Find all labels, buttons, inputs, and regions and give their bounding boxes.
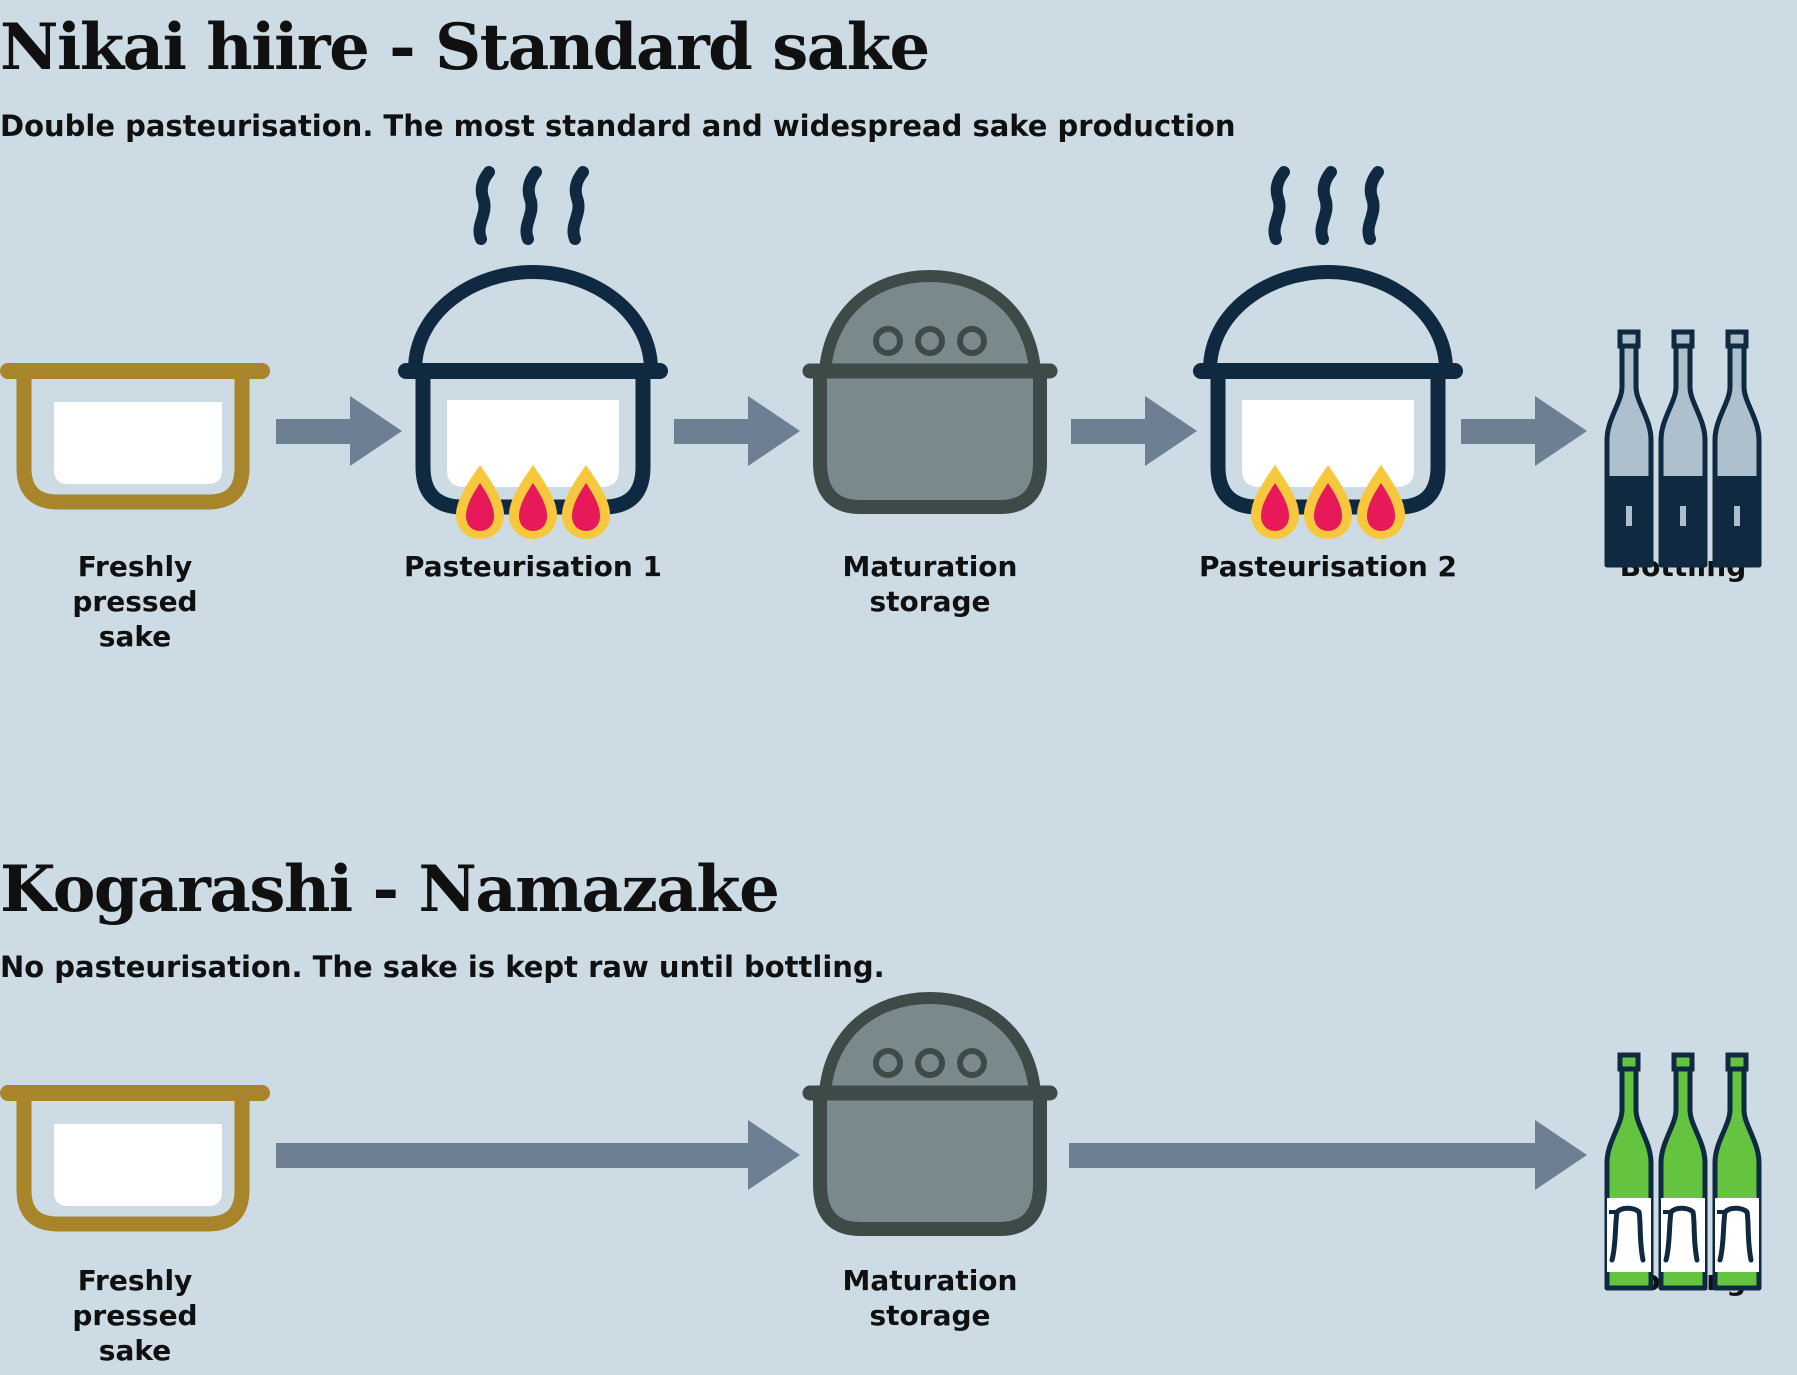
tray-icon bbox=[0, 1085, 270, 1232]
step-label-freshly-pressed-sake: Freshly pressed sake bbox=[72, 1264, 198, 1367]
heating-pot-icon bbox=[406, 172, 660, 539]
step-label-maturation-storage: Maturation storage bbox=[842, 550, 1018, 618]
storage-tank-icon bbox=[810, 276, 1050, 507]
step-label-pasteurisation-1: Pasteurisation 1 bbox=[404, 550, 662, 583]
arrow-icon bbox=[1461, 396, 1587, 466]
section-2-subtitle: No pasteurisation. The sake is kept raw … bbox=[0, 950, 885, 984]
arrow-icon bbox=[1071, 396, 1197, 466]
arrow-icon bbox=[276, 1120, 800, 1190]
arrow-icon bbox=[1069, 1120, 1587, 1190]
storage-tank-icon bbox=[810, 998, 1050, 1229]
step-label-pasteurisation-2: Pasteurisation 2 bbox=[1199, 550, 1457, 583]
namazake-bottles-icon bbox=[1607, 1055, 1759, 1288]
arrow-icon bbox=[674, 396, 800, 466]
step-label-maturation-storage: Maturation storage bbox=[842, 1264, 1018, 1332]
section-2-title: Kogarashi - Namazake bbox=[0, 852, 780, 927]
heating-pot-icon bbox=[1201, 172, 1455, 539]
tray-icon bbox=[0, 363, 270, 510]
section-1-subtitle: Double pasteurisation. The most standard… bbox=[0, 109, 1236, 143]
step-label-freshly-pressed-sake: Freshly pressed sake bbox=[72, 550, 198, 653]
pasteurised-bottles-icon bbox=[1607, 332, 1759, 565]
arrow-icon bbox=[276, 396, 402, 466]
section-1-title: Nikai hiire - Standard sake bbox=[0, 10, 930, 85]
